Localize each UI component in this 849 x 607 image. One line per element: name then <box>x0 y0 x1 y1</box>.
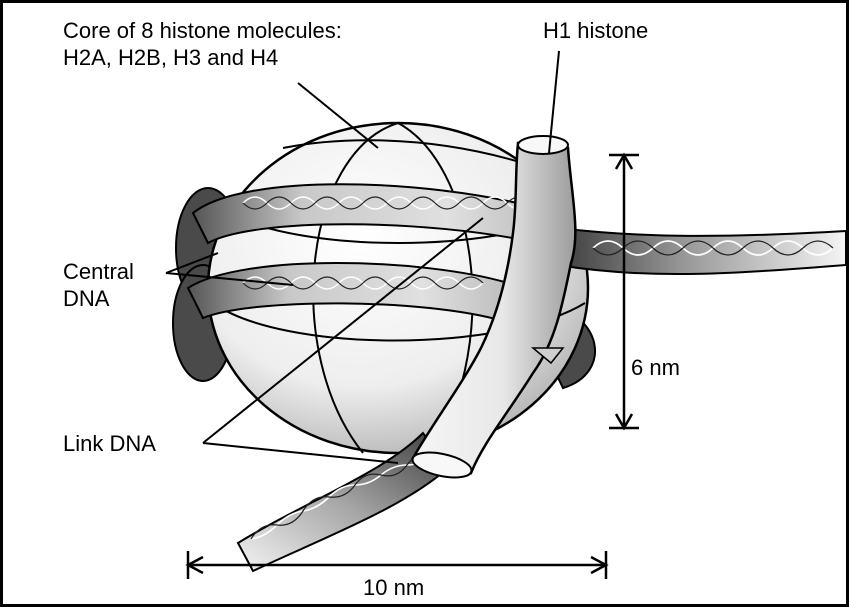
nucleosome-illustration <box>3 3 846 604</box>
core-label-line2: H2A, H2B, H3 and H4 <box>63 45 278 70</box>
central-dna-label-line1: Central <box>63 259 134 284</box>
width-dimension-label: 10 nm <box>363 575 424 600</box>
height-dimension-label: 6 nm <box>631 355 680 380</box>
dimension-6nm <box>609 155 639 428</box>
central-dna-label-line2: DNA <box>63 286 109 311</box>
core-label-line1: Core of 8 histone molecules: <box>63 18 342 43</box>
h1-histone-label: H1 histone <box>543 18 648 43</box>
right-link-dna <box>558 228 846 274</box>
link-dna-label: Link DNA <box>63 431 156 456</box>
